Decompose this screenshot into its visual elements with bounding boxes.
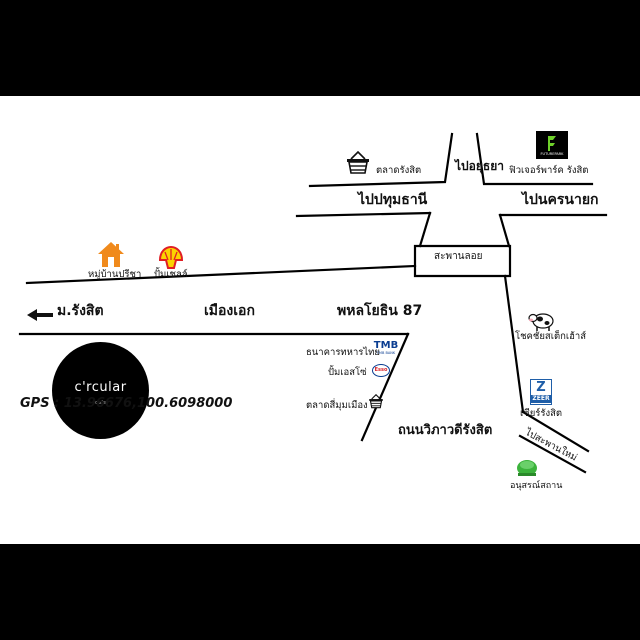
road-upper-left-bottom	[295, 211, 432, 218]
road-left-converge	[418, 211, 432, 248]
zeer-logo-letter: Z	[536, 380, 546, 395]
tmb-logo: TMB TMB BANK	[372, 340, 400, 358]
circular-cafe-name: c'rcular	[74, 380, 127, 395]
road-upper-right-top	[475, 132, 594, 186]
gps-coordinates: GPS : 13.96676,100.6098000	[20, 396, 233, 411]
label-phahonyothin-87: พหลโยธิน 87	[337, 303, 423, 319]
basket-icon	[368, 393, 384, 413]
label-to-ayutthaya: ไปอยุธยา	[455, 159, 504, 173]
road-network	[18, 132, 608, 474]
road-south-east-edge	[503, 274, 525, 414]
zeer-logo: Z ZEER	[530, 379, 552, 405]
basket-icon	[345, 150, 371, 179]
label-vibhavadi-rangsit: ถนนวิภาวดีรังสิต	[398, 423, 493, 438]
shell-logo	[158, 245, 184, 274]
label-tmb-bank: ธนาคารทหารไทย	[306, 347, 380, 358]
label-esso-station: ปั้มเอสโซ่	[328, 367, 367, 378]
futurepark-text: FUTUREPARK	[540, 152, 564, 156]
circular-cafe-logo: c'rcular cafe	[52, 342, 149, 439]
label-mueang-ake: เมืองเอก	[204, 303, 255, 319]
esso-logo-text: Esso	[374, 367, 388, 373]
label-zeer-rangsit: เซียร์รังสิต	[520, 408, 563, 419]
overpass-box	[413, 244, 512, 278]
road-main-north	[25, 264, 417, 285]
label-to-nakhon-nayok: ไปนครนายก	[522, 192, 599, 208]
road-south-west-edge	[360, 332, 410, 442]
road-branch-top	[521, 410, 590, 453]
arrow-left-icon	[27, 306, 53, 325]
road-upper-left-top	[308, 132, 454, 188]
green-dome-icon	[516, 456, 538, 482]
tmb-logo-text: TMB	[373, 340, 399, 351]
road-right-converge	[498, 213, 511, 248]
house-icon	[96, 240, 126, 272]
circular-cafe-sub: cafe	[95, 400, 106, 406]
esso-logo: Esso	[372, 364, 390, 377]
label-rangsit-market: ตลาดรังสิต	[376, 165, 422, 176]
label-pruksa-village: หมู่บ้านปรีชา	[88, 269, 142, 280]
zeer-logo-text: ZEER	[531, 395, 551, 403]
map-area: ตลาดรังสิต ไปอยุธยา FUTUREPARK ฟิวเจอร์พ…	[0, 96, 640, 544]
cow-icon	[528, 308, 556, 336]
label-to-rangsit-university: ม.รังสิต	[57, 303, 104, 319]
futurepark-logo: FUTUREPARK	[536, 131, 568, 159]
tmb-logo-sub: TMB BANK	[376, 351, 396, 355]
label-to-pathum-thani: ไปปทุมธานี	[358, 192, 428, 208]
label-victory-monument: อนุสรณ์สถาน	[510, 481, 563, 491]
road-branch-bottom	[518, 434, 587, 474]
label-shell-station: ปั้มเชลล์	[154, 269, 188, 280]
label-chokchai-steakhouse: โชคชัยสเต็กเฮ้าส์	[515, 331, 587, 342]
label-simummueang-market: ตลาดสี่มุมเมือง	[306, 400, 368, 411]
label-overpass: สะพานลอย	[434, 251, 483, 262]
label-future-park: ฟิวเจอร์พาร์ค รังสิต	[509, 165, 589, 176]
